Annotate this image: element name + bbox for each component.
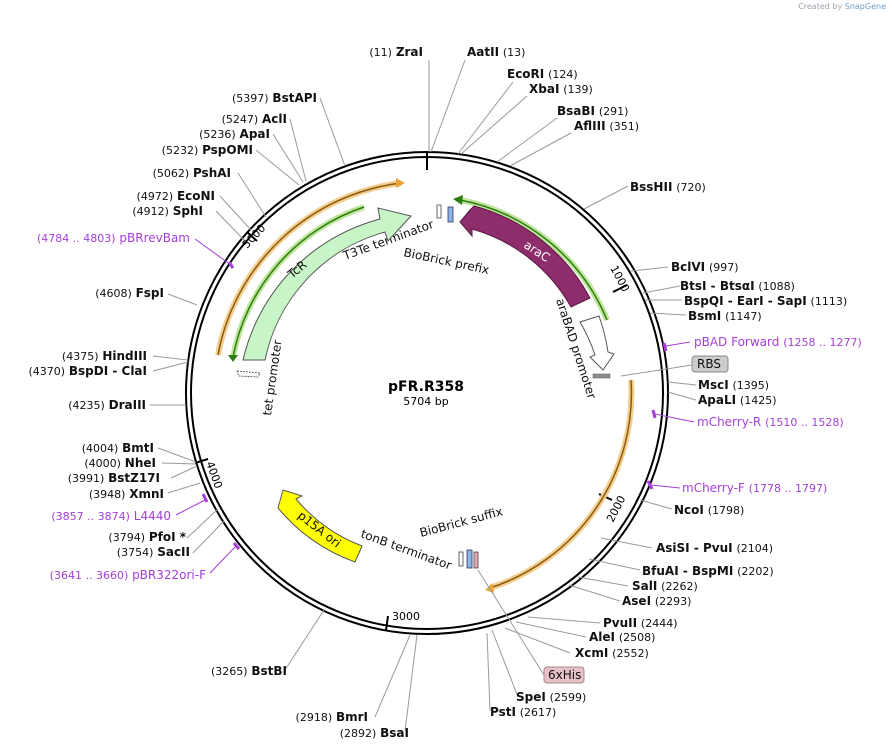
site-pfoi: (3794) PfoI * bbox=[108, 530, 186, 544]
primer-mcherry-r: mCherry-R (1510 .. 1528) bbox=[697, 415, 844, 429]
rbs-mark bbox=[592, 373, 611, 379]
green-arc-left-head bbox=[228, 355, 238, 362]
orange-arc-left-head bbox=[396, 178, 405, 188]
site-aatii: AatII (13) bbox=[467, 45, 525, 59]
his-tag-mark bbox=[473, 551, 479, 569]
credit-brand: SnapGene bbox=[844, 2, 886, 11]
site-ncoi: NcoI (1798) bbox=[674, 503, 744, 517]
plasmid-length: 5704 bp bbox=[403, 395, 448, 408]
arac-feature bbox=[459, 205, 591, 308]
site-asei: AseI (2293) bbox=[622, 594, 691, 608]
site-pvuii: PvuII (2444) bbox=[603, 616, 678, 630]
site-pshai: (5062) PshAI bbox=[153, 166, 231, 180]
biobrick-suffix-mark bbox=[466, 549, 473, 569]
site-xmni: (3948) XmnI bbox=[89, 487, 164, 501]
site-bsmi: BsmI (1147) bbox=[688, 309, 762, 323]
site-ecori: EcoRI (124) bbox=[507, 67, 578, 81]
rbs-label: RBS bbox=[697, 357, 721, 371]
arabad-promoter-label: araBAD promoter bbox=[553, 297, 599, 401]
primer-labels: pBAD Forward (1258 .. 1277) mCherry-R (1… bbox=[37, 231, 862, 582]
site-fspi: (4608) FspI bbox=[95, 286, 164, 300]
primer-pbrrevbam: (4784 .. 4803) pBRrevBam bbox=[37, 231, 190, 245]
snapgene-credit: Created by SnapGene bbox=[798, 2, 886, 11]
tcr-feature bbox=[242, 207, 412, 361]
site-btsi: BtsI - BtsαI (1088) bbox=[680, 279, 795, 293]
green-arc-right-core bbox=[459, 199, 608, 321]
site-xbai: XbaI (139) bbox=[529, 82, 593, 96]
site-msci: MscI (1395) bbox=[698, 378, 769, 392]
site-xcmi: XcmI (2552) bbox=[575, 646, 649, 660]
site-sali: SalI (2262) bbox=[632, 579, 698, 593]
plasmid-name: pFR.R358 bbox=[388, 379, 464, 395]
site-apali: ApaLI (1425) bbox=[698, 393, 777, 407]
orange-arc-left-core bbox=[217, 182, 402, 356]
site-bstz17i: (3991) BstZ17I bbox=[68, 471, 160, 485]
site-bclvi: BclVI (997) bbox=[671, 260, 739, 274]
tick-5000: 5000 bbox=[240, 222, 269, 251]
site-hindiii: (4375) HindIII bbox=[62, 349, 147, 363]
site-leaders bbox=[150, 59, 697, 732]
site-pspomi: (5232) PspOMI bbox=[162, 143, 253, 157]
arabad-promoter-feature bbox=[579, 315, 615, 371]
green-arc-right-head bbox=[453, 195, 463, 205]
biobrick-suffix-label: BioBrick suffix bbox=[418, 504, 504, 540]
site-draiii: (4235) DraIII bbox=[68, 398, 146, 412]
site-bstbi: (3265) BstBI bbox=[211, 664, 287, 678]
site-bsabi: BsaBI (291) bbox=[557, 104, 628, 118]
site-bsai: (2892) BsaI bbox=[340, 726, 409, 740]
site-acli: (5247) AclI bbox=[222, 112, 287, 126]
p15a-ori-feature bbox=[277, 489, 363, 563]
credit-prefix: Created by bbox=[798, 2, 843, 11]
site-apai: (5236) ApaI bbox=[199, 127, 270, 141]
his-label: 6xHis bbox=[548, 668, 581, 682]
primer-mcherry-f: mCherry-F (1778 .. 1797) bbox=[682, 481, 827, 495]
biobrick-prefix-mark bbox=[447, 206, 454, 223]
site-bsshii: BssHII (720) bbox=[630, 180, 706, 194]
site-bfuai: BfuAI - BspMI (2202) bbox=[642, 564, 774, 578]
site-labels: (11) ZraI AatII (13) EcoRI (124) XbaI (1… bbox=[28, 45, 847, 740]
site-alei: AleI (2508) bbox=[589, 630, 655, 644]
site-psti: PstI (2617) bbox=[490, 705, 556, 719]
primer-l4440: (3857 .. 3874) L4440 bbox=[51, 509, 171, 523]
green-arc-left-core bbox=[232, 206, 365, 358]
site-asisi: AsiSI - PvuI (2104) bbox=[656, 541, 773, 555]
site-spei: SpeI (2599) bbox=[516, 690, 586, 704]
primer-pbad-forward: pBAD Forward (1258 .. 1277) bbox=[694, 335, 862, 349]
rbs-box bbox=[691, 355, 729, 373]
site-sacii: (3754) SacII bbox=[117, 545, 190, 559]
site-sphi: (4912) SphI bbox=[132, 204, 203, 218]
site-bmri: (2918) BmrI bbox=[296, 710, 368, 724]
site-econi: (4972) EcoNI bbox=[137, 189, 215, 203]
site-afliii: AflIII (351) bbox=[574, 119, 639, 133]
site-bspdi: (4370) BspDI - ClaI bbox=[28, 364, 147, 378]
primer-pbr322ori-f: (3641 .. 3660) pBR322ori-F bbox=[50, 568, 206, 582]
site-bspqi: BspQI - EarI - SapI (1113) bbox=[684, 294, 847, 308]
biobrick-prefix-label: BioBrick prefix bbox=[402, 245, 490, 277]
orange-arc-right-core bbox=[489, 379, 633, 589]
tick-3000: 3000 bbox=[392, 610, 420, 623]
tet-promoter-icon bbox=[236, 370, 261, 378]
site-nhei: (4000) NheI bbox=[84, 456, 156, 470]
site-bmti: (4004) BmtI bbox=[82, 441, 154, 455]
t3te-terminator-icon bbox=[436, 204, 442, 219]
site-bstapi: (5397) BstAPI bbox=[232, 91, 317, 105]
primer-leaders bbox=[175, 238, 695, 574]
site-zrai: (11) ZraI bbox=[369, 45, 423, 59]
tonb-terminator-icon bbox=[458, 551, 464, 567]
